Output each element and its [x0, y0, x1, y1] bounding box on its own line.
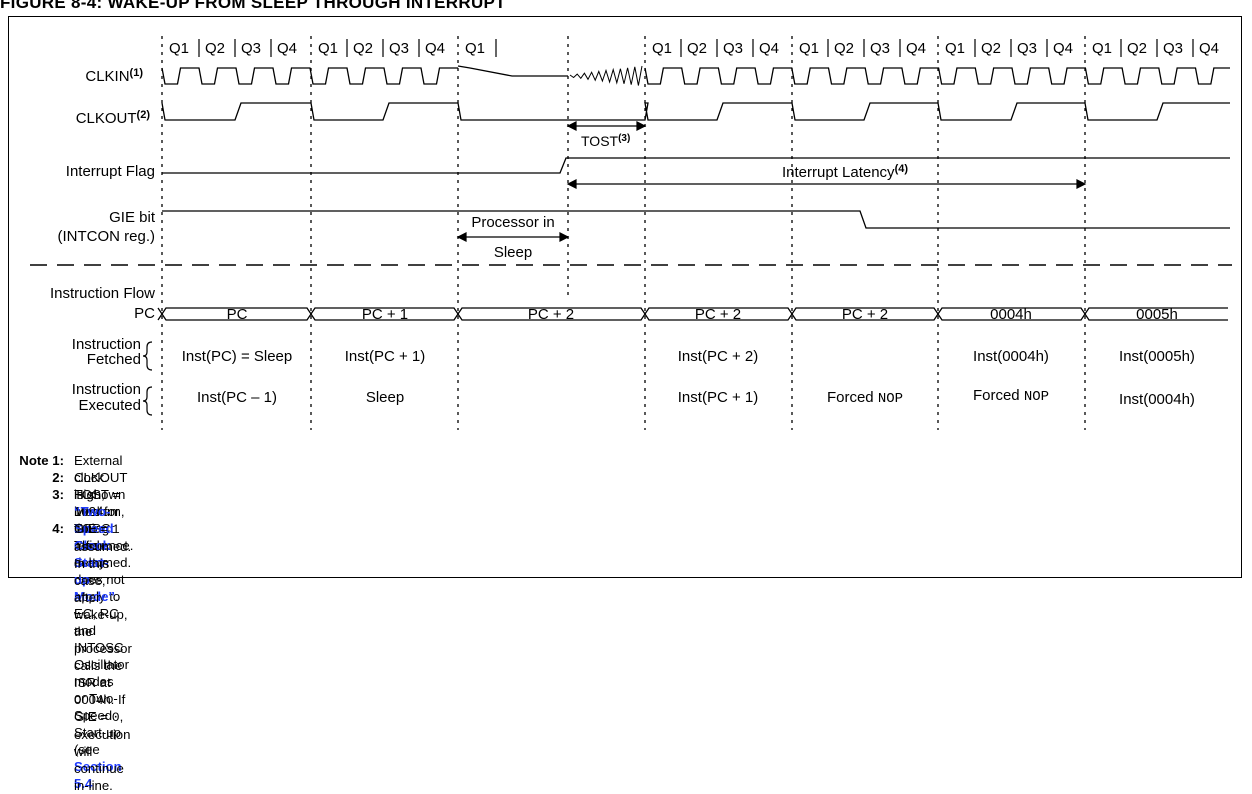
latency-arrow: [566, 179, 1087, 189]
q-label-row: Q1 Q2 Q3 Q4 Q1 Q2 Q3 Q4 Q1 Q1 Q2 Q3 Q4 Q…: [169, 39, 1219, 57]
fetched-row: Inst(PC) = Sleep Inst(PC + 1) Inst(PC + …: [182, 348, 1195, 365]
q-cycle-2: Q1 Q2 Q3 Q4: [318, 40, 445, 57]
latency-label: Interrupt Latency(4): [782, 163, 908, 181]
note-2-label: 2:: [52, 470, 64, 485]
q-label: Q3: [870, 40, 890, 57]
executed-label-1: Instruction: [72, 381, 141, 398]
q-label-single: Q1: [465, 40, 485, 57]
fetched-item: Inst(0005h): [1119, 348, 1195, 365]
executed-item-forced-nop: Forced NOP: [827, 389, 903, 407]
figure-frame: [8, 16, 1242, 578]
fetched-item: Inst(PC) = Sleep: [182, 348, 292, 365]
clkout-waveform: [161, 102, 1230, 121]
interrupt-flag-label: Interrupt Flag: [66, 163, 155, 180]
interrupt-flag-waveform: [162, 157, 1230, 174]
signal-labels: CLKIN(1) CLKOUT(2) Interrupt Flag GIE bi…: [50, 67, 156, 414]
q-label: Q4: [425, 40, 445, 57]
executed-item: Inst(0004h): [1119, 391, 1195, 408]
q-label: Q3: [389, 40, 409, 57]
clkout-label: CLKOUT(2): [76, 109, 151, 127]
pc-values: PC PC + 1 PC + 2 PC + 2 PC + 2 0004h 000…: [227, 306, 1178, 323]
clkin-startup-oscillation: [569, 65, 643, 86]
q-label: Q4: [906, 40, 926, 57]
tost-label: TOST(3): [581, 133, 630, 149]
note-2-text: CLKOUT is shown here for timing referenc…: [74, 470, 134, 553]
sleep-label-1: Processor in: [471, 214, 554, 231]
clkin-waveform: [161, 65, 1230, 86]
clkin-decay: [457, 65, 568, 77]
q-label: Q3: [723, 40, 743, 57]
executed-item: Inst(PC + 1): [678, 389, 758, 406]
executed-item-forced-nop: Forced NOP: [973, 387, 1049, 405]
q-cycle-4: Q1 Q2 Q3 Q4: [799, 40, 926, 57]
q-label: Q3: [1163, 40, 1183, 57]
q-cycle-5: Q1 Q2 Q3 Q4: [945, 40, 1073, 57]
cycle-boundaries: [161, 36, 1086, 430]
executed-label-2: Executed: [78, 397, 141, 414]
pc-value: PC: [227, 306, 248, 323]
sleep-arrow: [456, 232, 570, 242]
q-label: Q2: [205, 40, 225, 57]
q-label: Q2: [687, 40, 707, 57]
q-label: Q1: [1092, 40, 1112, 57]
q-cycle-1: Q1 Q2 Q3 Q4: [169, 40, 297, 57]
note-1-label: Note 1:: [19, 453, 64, 468]
pc-value: 0005h: [1136, 306, 1178, 323]
q-label: Q2: [353, 40, 373, 57]
intcon-reg-label: (INTCON reg.): [58, 228, 156, 245]
q-label: Q1: [945, 40, 965, 57]
figure-title: FIGURE 8-4: WAKE-UP FROM SLEEP THROUGH I…: [0, 0, 506, 12]
clkin-label: CLKIN(1): [85, 67, 143, 85]
tost-arrow: [566, 121, 647, 131]
pc-value: PC + 2: [842, 306, 888, 323]
fetched-item: Inst(PC + 1): [345, 348, 425, 365]
q-separators: [198, 39, 1194, 57]
instruction-flow-label: Instruction Flow: [50, 285, 155, 302]
note-3-label: 3:: [52, 487, 64, 502]
gie-waveform: [162, 210, 1230, 229]
pc-value: PC + 2: [528, 306, 574, 323]
q-cycle-6: Q1 Q2 Q3 Q4: [1092, 40, 1219, 57]
executed-item: Inst(PC – 1): [197, 389, 277, 406]
q-label: Q3: [1017, 40, 1037, 57]
pc-value: PC + 2: [695, 306, 741, 323]
fetched-label-2: Fetched: [87, 351, 141, 368]
q-label: Q2: [834, 40, 854, 57]
q-label: Q4: [1053, 40, 1073, 57]
q-label: Q1: [652, 40, 672, 57]
q-label: Q2: [981, 40, 1001, 57]
clkin-trace-a: [161, 67, 458, 85]
q-label: Q1: [799, 40, 819, 57]
q-label: Q3: [241, 40, 261, 57]
clkin-trace-b: [644, 67, 1230, 85]
timing-diagram: Q1 Q2 Q3 Q4 Q1 Q2 Q3 Q4 Q1 Q1 Q2 Q3 Q4 Q…: [30, 36, 1232, 430]
fetched-label-1: Instruction: [72, 336, 141, 353]
note-4-label: 4:: [52, 521, 64, 536]
q-label: Q4: [1199, 40, 1219, 57]
q-label: Q1: [169, 40, 189, 57]
q-label: Q2: [1127, 40, 1147, 57]
pc-value: PC + 1: [362, 306, 408, 323]
note-1-text: External clock. High, Medium, Low mode a…: [74, 453, 132, 570]
pc-label: PC: [134, 305, 155, 322]
q-label: Q4: [277, 40, 297, 57]
gie-bit-label: GIE bit: [109, 209, 156, 226]
q-label: Q1: [318, 40, 338, 57]
fetched-item: Inst(0004h): [973, 348, 1049, 365]
pc-bus: [157, 307, 1228, 321]
sleep-label-2: Sleep: [494, 244, 532, 261]
note-4-text: GIE = 1 assumed. In this case, after wak…: [74, 521, 132, 793]
brace-icons: [142, 341, 153, 416]
q-label: Q4: [759, 40, 779, 57]
brace-icon: [142, 341, 153, 371]
brace-icon: [142, 386, 153, 416]
fetched-item: Inst(PC + 2): [678, 348, 758, 365]
q-cycle-3: Q1 Q2 Q3 Q4: [652, 40, 779, 57]
pc-value: 0004h: [990, 306, 1032, 323]
executed-item: Sleep: [366, 389, 404, 406]
executed-row: Inst(PC – 1) Sleep Inst(PC + 1) Forced N…: [197, 387, 1195, 408]
